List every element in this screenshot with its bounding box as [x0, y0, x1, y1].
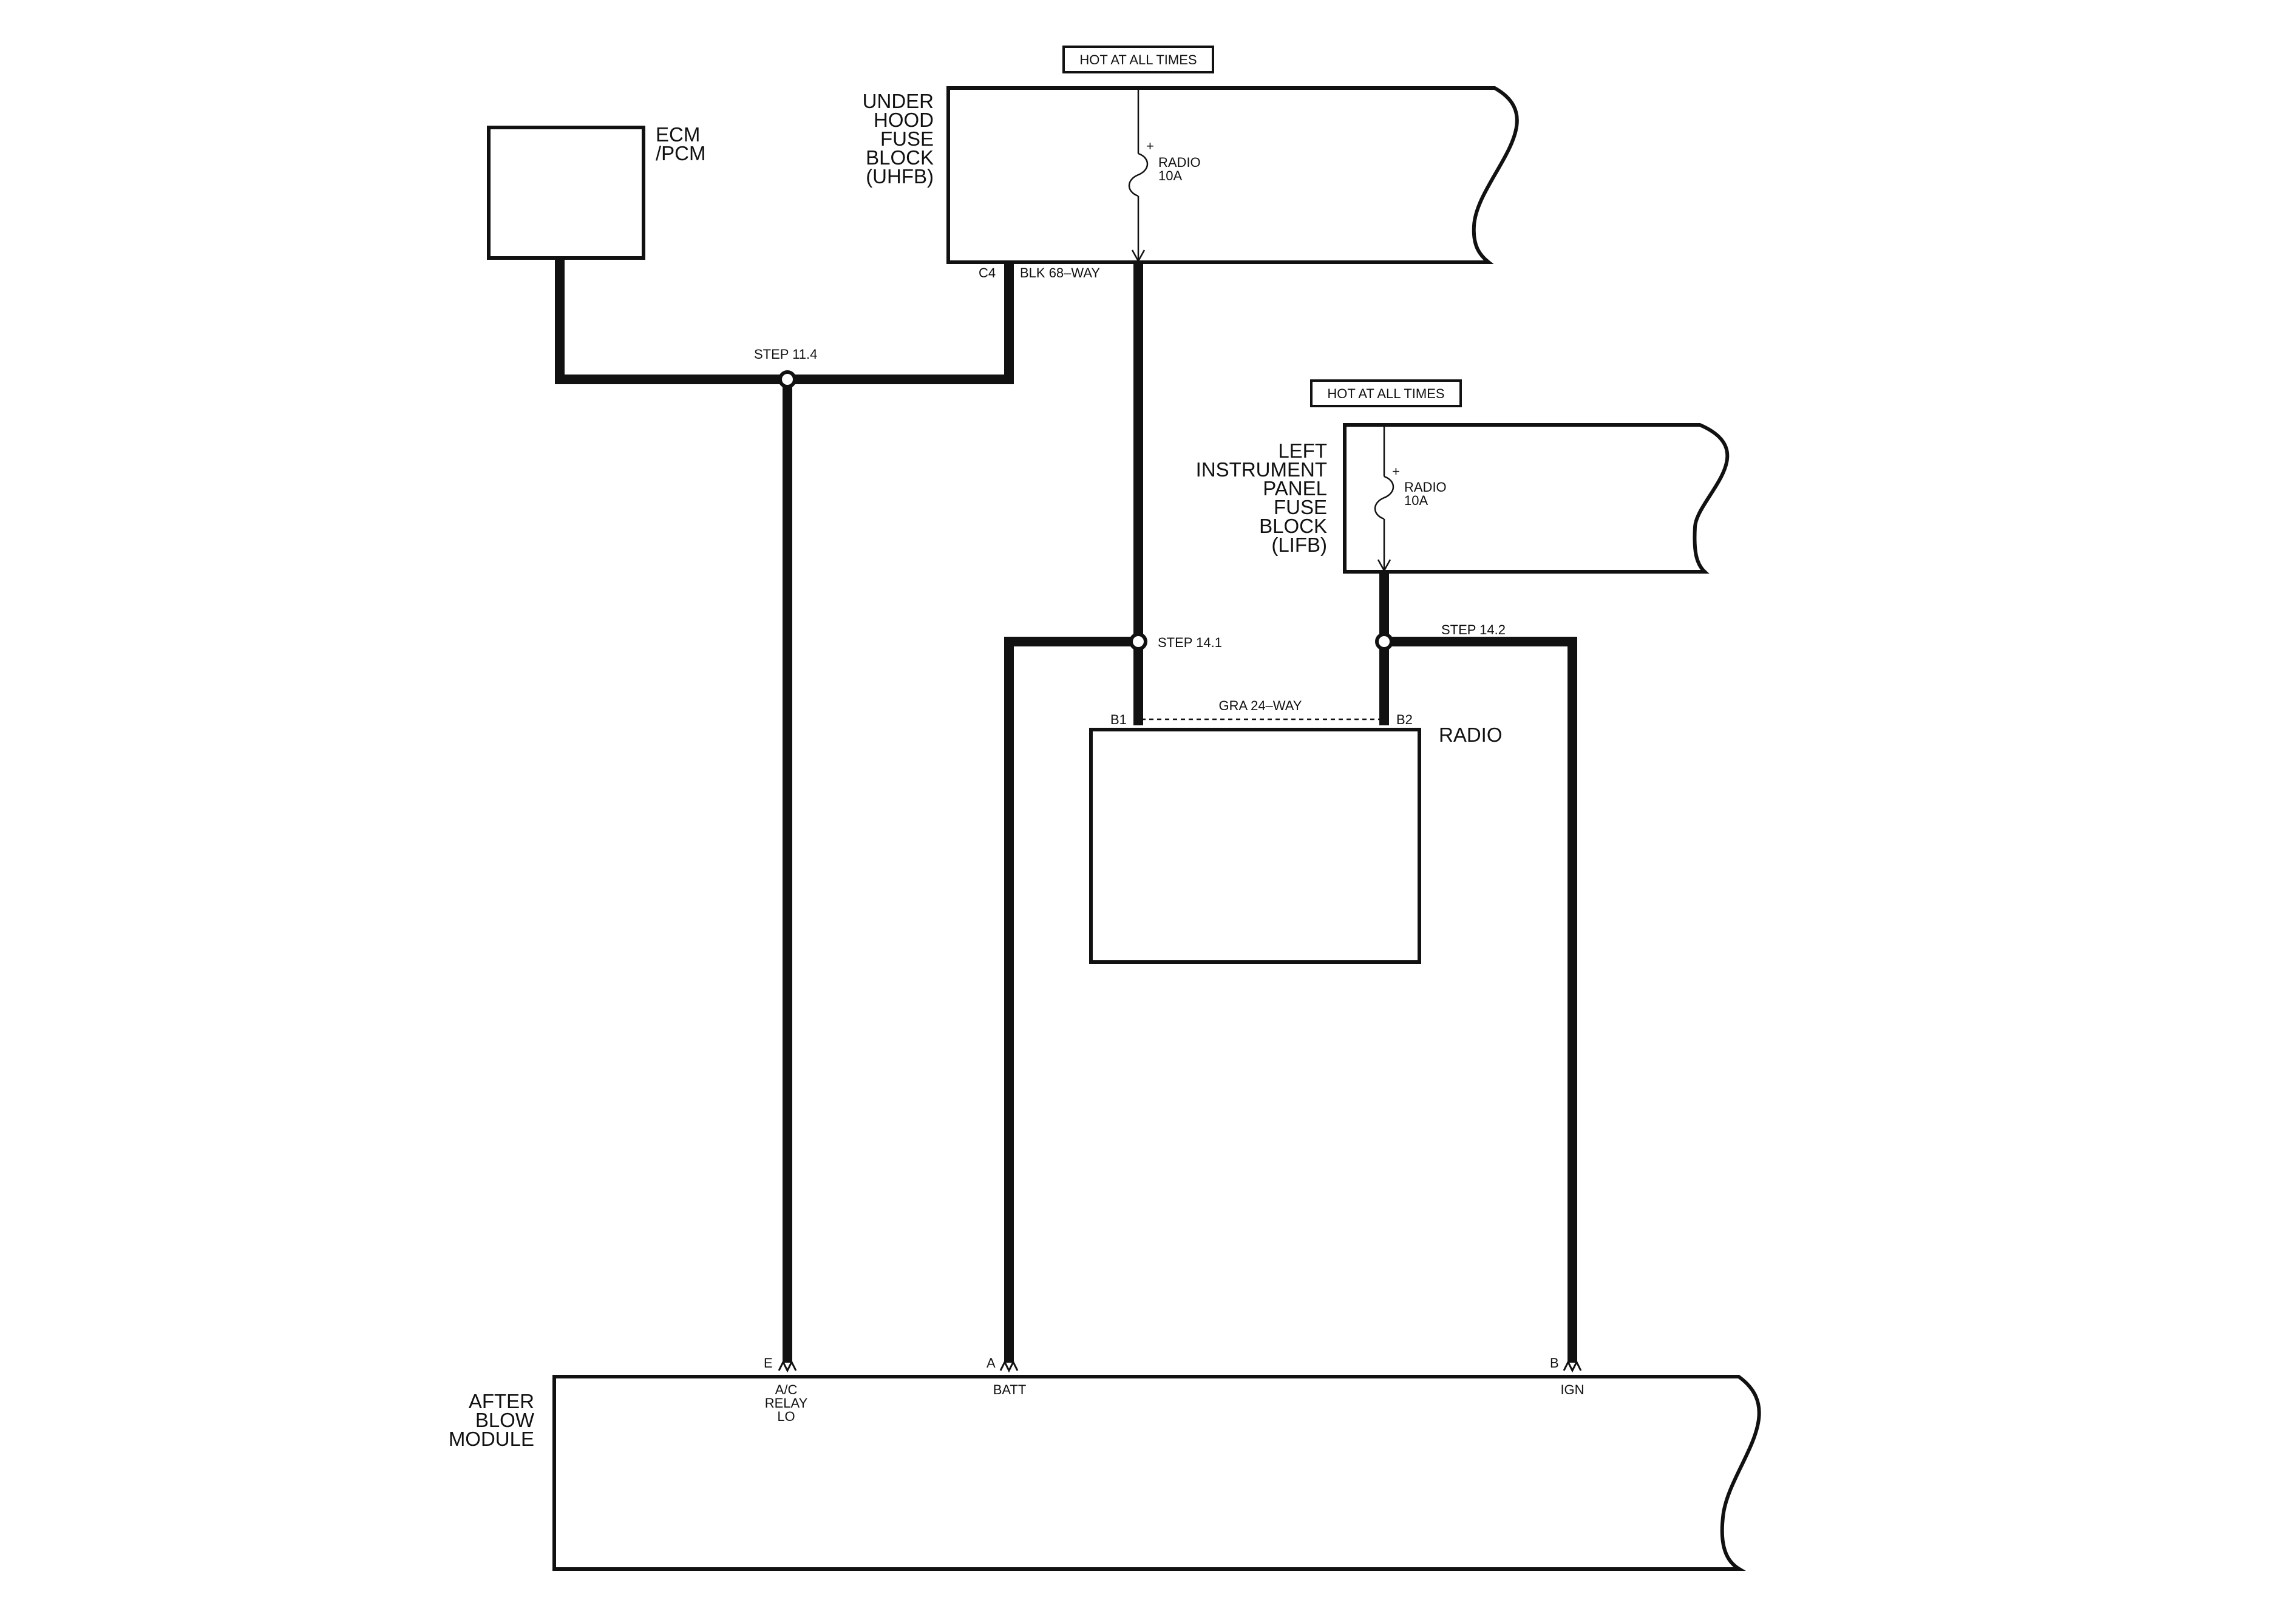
pin-b-label: IGN: [1560, 1382, 1584, 1397]
radio-label: RADIO: [1439, 724, 1503, 746]
uhfb-hot-label: HOT AT ALL TIMES: [1079, 52, 1197, 67]
radio-component[interactable]: RADIO: [1089, 724, 1503, 964]
pin-e-label-2: RELAY: [765, 1395, 808, 1411]
wire-batt: [1004, 637, 1138, 1363]
afterblow-label-1: AFTER: [469, 1390, 534, 1412]
uhfb-connector-desc: BLK 68–WAY: [1020, 265, 1100, 280]
lifb-label-1: LEFT: [1278, 439, 1327, 462]
splice-step-11-4[interactable]: [778, 370, 796, 388]
pin-a-connector: [999, 1360, 1019, 1373]
afterblow-module-component[interactable]: AFTER BLOW MODULE: [449, 1375, 1761, 1571]
pin-e-id: E: [764, 1355, 773, 1371]
uhfb-label-4: BLOCK: [866, 146, 934, 169]
pin-a-id: A: [987, 1355, 996, 1371]
uhfb-label-5: (UHFB): [866, 165, 934, 188]
pin-a-label: BATT: [993, 1382, 1027, 1397]
lifb-hot-label: HOT AT ALL TIMES: [1327, 386, 1444, 401]
ecm-pcm-component[interactable]: ECM /PCM: [487, 123, 706, 260]
pin-e-label-3: LO: [777, 1409, 795, 1424]
lifb-label-6: (LIFB): [1271, 534, 1327, 556]
lifb-hot-tag: HOT AT ALL TIMES: [1310, 379, 1462, 407]
uhfb-fuse-name: RADIO: [1158, 155, 1201, 170]
fuse-polarity-mark: +: [1392, 464, 1400, 479]
step-14-2-label: STEP 14.2: [1441, 622, 1506, 637]
ecm-label-2: /PCM: [656, 142, 706, 164]
step-11-4-label: STEP 11.4: [754, 347, 817, 362]
lifb-label-2: INSTRUMENT: [1196, 458, 1327, 481]
uhfb-fuse-rating: 10A: [1158, 168, 1182, 183]
wire-ign: [1384, 637, 1577, 1363]
lifb-fuse-name: RADIO: [1404, 480, 1447, 495]
pin-e-connector: [778, 1360, 797, 1373]
lifb-label-4: FUSE: [1274, 496, 1327, 518]
afterblow-label-3: MODULE: [449, 1428, 534, 1450]
lifb-component[interactable]: LEFT INSTRUMENT PANEL FUSE BLOCK (LIFB): [1196, 423, 1730, 574]
uhfb-hot-tag: HOT AT ALL TIMES: [1062, 46, 1214, 73]
lifb-fuse-rating: 10A: [1404, 493, 1428, 508]
afterblow-label-2: BLOW: [475, 1409, 535, 1431]
lifb-fuse: + RADIO 10A: [1374, 425, 1447, 572]
lifb-label-5: BLOCK: [1259, 515, 1327, 537]
radio-pin-b1: B1: [1110, 712, 1127, 727]
uhfb-connector-id: C4: [979, 265, 996, 280]
splice-step-14-2[interactable]: [1375, 632, 1393, 651]
uhfb-fuse: + RADIO 10A: [1128, 88, 1201, 263]
pin-e-label-1: A/C: [775, 1382, 798, 1397]
splice-step-14-1[interactable]: [1129, 632, 1147, 651]
pin-b-connector: [1563, 1360, 1582, 1373]
pin-b-id: B: [1550, 1355, 1559, 1371]
fuse-polarity-mark: +: [1146, 138, 1154, 154]
uhfb-component[interactable]: UNDER HOOD FUSE BLOCK (UHFB): [863, 86, 1519, 264]
uhfb-label-1: UNDER: [863, 90, 934, 112]
step-14-1-label: STEP 14.1: [1158, 635, 1222, 650]
radio-pin-b2: B2: [1396, 712, 1413, 727]
ecm-label: ECM: [656, 123, 700, 146]
radio-connector-desc: GRA 24–WAY: [1219, 698, 1302, 713]
uhfb-label-3: FUSE: [880, 127, 934, 150]
lifb-label-3: PANEL: [1263, 477, 1327, 500]
uhfb-label-2: HOOD: [874, 109, 934, 131]
